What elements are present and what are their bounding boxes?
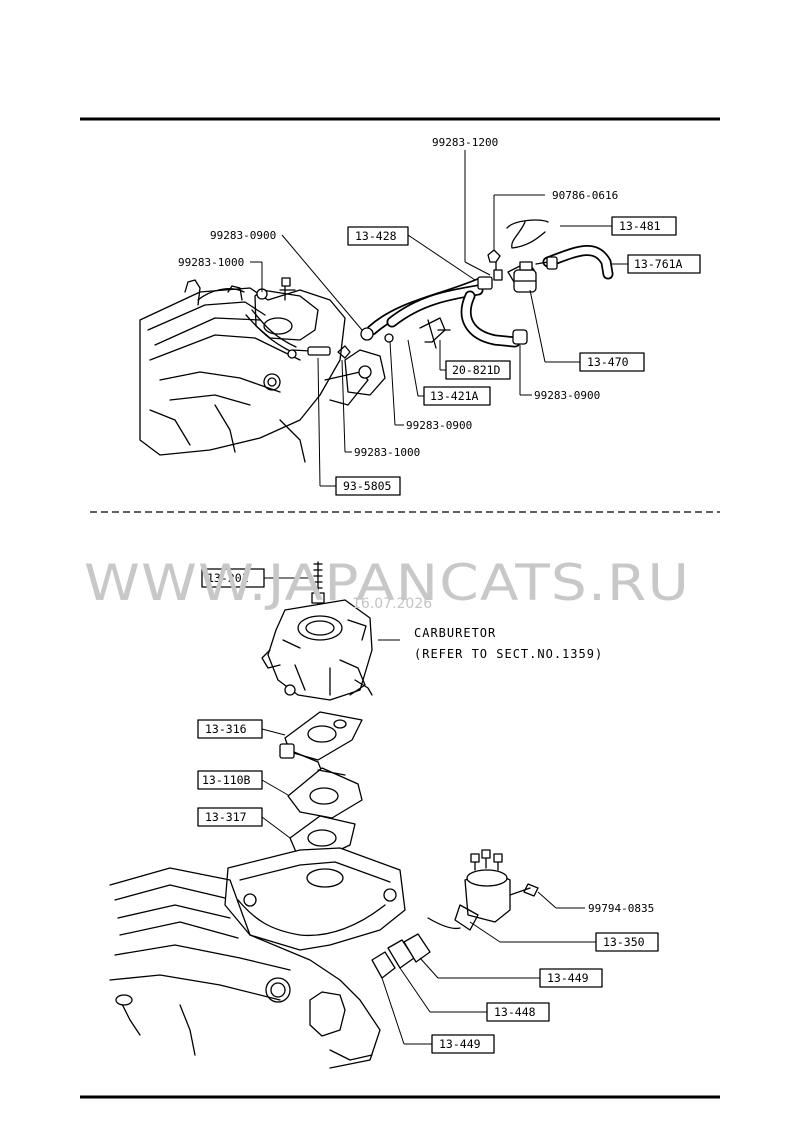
callout-99283-1000-a: 99283-1000 [178,256,244,269]
callout-13-421a: 13-421A [430,389,479,403]
watermark: WWW.JAPANCATS.RU [84,554,690,612]
callout-13-448: 13-448 [494,1005,536,1019]
lower-leaders [261,577,596,1045]
callout-13-449-b: 13-449 [439,1037,481,1051]
callout-90786-0616: 90786-0616 [552,189,618,202]
callout-99283-1200: 99283-1200 [432,136,498,149]
callout-99283-0900-c: 99283-0900 [406,419,472,432]
fuel-hoses [360,219,614,349]
callout-13-350: 13-350 [603,935,645,949]
callout-93-5805: 93-5805 [343,479,391,493]
callout-13-761a: 13-761A [634,257,683,271]
callout-13-201: 13-201 [207,571,249,585]
fuel-pump-drawing [371,849,539,979]
callout-13-317: 13-317 [205,810,247,824]
callout-13-481: 13-481 [619,219,661,233]
callout-99283-0900-b: 99283-0900 [534,389,600,402]
callout-13-316: 13-316 [205,722,247,736]
callout-13-110b: 13-110B [202,773,251,787]
callout-99794-0835: 99794-0835 [588,902,654,915]
upper-leaders [250,150,628,487]
date-stamp: 16.07.2026 [352,596,432,612]
carburetor-note-line1: CARBURETOR [414,626,496,640]
gasket-stack-drawing [279,711,363,861]
callout-13-470: 13-470 [587,355,629,369]
carburetor-note-line2: (REFER TO SECT.NO.1359) [414,647,603,661]
callout-13-428: 13-428 [355,229,397,243]
engine-head-drawing [139,277,386,463]
callout-99283-0900-a: 99283-0900 [210,229,276,242]
callout-13-449-a: 13-449 [547,971,589,985]
callout-20-821d: 20-821D [452,363,501,377]
callout-99283-1000-b: 99283-1000 [354,446,420,459]
intake-manifold-drawing [109,847,406,1069]
carburetor-drawing [261,561,373,701]
